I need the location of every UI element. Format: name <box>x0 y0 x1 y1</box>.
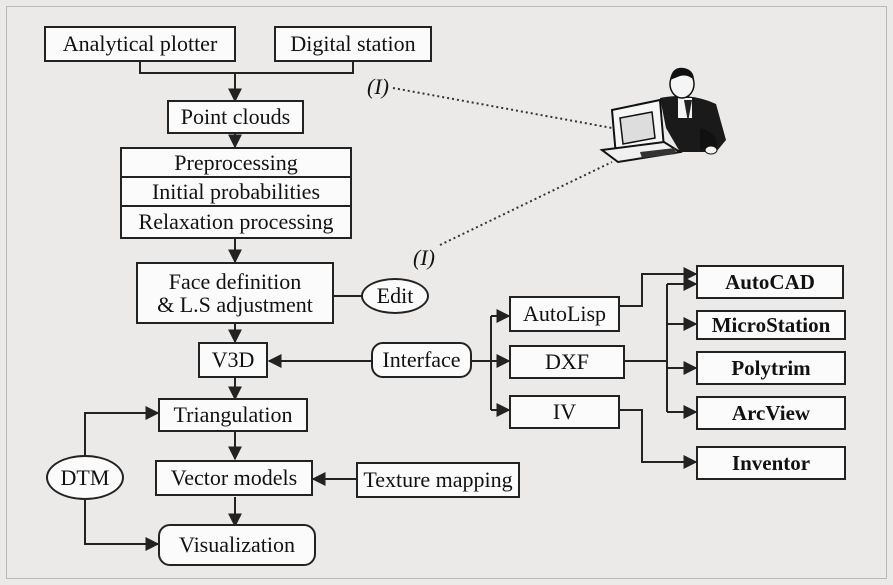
node-dxf: DXF <box>509 345 625 379</box>
node-edit: Edit <box>361 278 429 314</box>
node-relaxation-processing: Relaxation processing <box>120 205 352 239</box>
node-visualization: Visualization <box>158 524 316 566</box>
dotted-link-bottom <box>439 161 613 246</box>
edge-iv-to-inventor <box>620 409 698 469</box>
node-analytical-plotter: Analytical plotter <box>44 26 236 62</box>
node-polytrim: Polytrim <box>696 351 846 385</box>
node-autolisp: AutoLisp <box>509 296 620 332</box>
edge-dtm-to-visualization <box>84 500 160 551</box>
node-iv: IV <box>509 395 620 429</box>
edge-analytical-to-merge <box>139 60 235 74</box>
node-vector-models: Vector models <box>155 460 313 496</box>
node-inventor: Inventor <box>696 446 846 480</box>
interaction-label-top: (I) <box>367 74 389 99</box>
node-v3d: V3D <box>198 342 268 378</box>
edge-autolisp-to-autocad <box>620 267 698 307</box>
node-digital-station: Digital station <box>274 26 432 62</box>
node-face-definition: Face definition & L.S adjustment <box>136 262 334 324</box>
node-triangulation: Triangulation <box>158 398 308 432</box>
edge-digital-to-merge <box>235 60 354 74</box>
face-definition-line2: & L.S adjustment <box>157 292 313 317</box>
node-autocad: AutoCAD <box>696 265 844 299</box>
dotted-link-top <box>392 87 613 129</box>
node-interface: Interface <box>371 342 472 378</box>
node-initial-probabilities: Initial probabilities <box>120 176 352 207</box>
node-arcview: ArcView <box>696 396 846 430</box>
edge-dtm-to-triangulation <box>84 406 160 455</box>
face-definition-line1: Face definition <box>168 268 302 294</box>
node-texture-mapping: Texture mapping <box>356 462 520 498</box>
node-point-clouds: Point clouds <box>167 100 304 134</box>
interaction-label-bottom: (I) <box>413 245 435 270</box>
node-dtm: DTM <box>46 455 124 500</box>
node-preprocessing: Preprocessing <box>120 147 352 178</box>
node-microstation: MicroStation <box>696 310 846 340</box>
